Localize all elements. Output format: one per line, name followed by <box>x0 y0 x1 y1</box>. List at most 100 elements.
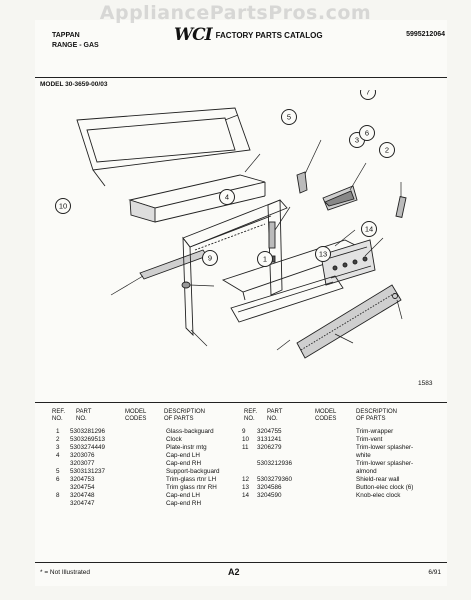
header-brand-block: TAPPAN RANGE - GAS <box>52 31 99 51</box>
callout-6: 6 <box>359 125 375 141</box>
parts-right-ref: 13 <box>242 484 250 491</box>
callout-9: 9 <box>202 250 218 266</box>
parts-right-desc: almond <box>356 468 377 475</box>
col-head-ref-right: REF.NO. <box>244 409 258 422</box>
callout-2: 2 <box>379 142 395 158</box>
callout-5: 5 <box>281 109 297 125</box>
part-wrapper-trim <box>182 199 288 337</box>
parts-left-ref: 4 <box>56 452 60 459</box>
leader-lines <box>110 114 403 351</box>
brand: TAPPAN <box>52 32 80 39</box>
parts-left-part: 5303269513 <box>70 436 106 443</box>
parts-right-ref: 10 <box>242 436 250 443</box>
callout-4: 4 <box>219 189 235 205</box>
parts-left-part: 3203077 <box>70 460 95 467</box>
header-center: WCI FACTORY PARTS CATALOG <box>174 26 323 44</box>
parts-left-part: 3204748 <box>70 492 95 499</box>
parts-right-ref: 11 <box>242 444 249 451</box>
parts-right-ref: 14 <box>242 492 250 499</box>
print-date: 6/91 <box>428 569 441 576</box>
parts-right-part: 5303212936 <box>257 460 293 467</box>
parts-right-ref: 9 <box>242 428 246 435</box>
svg-text:14: 14 <box>365 225 373 234</box>
parts-left-desc: Trim-glass rtnr LH <box>166 476 217 483</box>
part-glass-retainer-trim <box>322 185 358 211</box>
part-backguard-support <box>268 221 276 249</box>
table-top-rule <box>35 402 447 403</box>
svg-text:6: 6 <box>365 129 369 138</box>
callout-14: 14 <box>361 221 377 237</box>
parts-right-desc: Trim-lower splasher- <box>356 444 414 451</box>
callout-13: 13 <box>315 246 331 262</box>
parts-left-desc: Cap-end RH <box>166 460 201 467</box>
parts-left-ref: 6 <box>56 476 60 483</box>
parts-right-part: 3204590 <box>257 492 282 499</box>
callout-10: 10 <box>55 198 71 214</box>
wci-logo: WCI <box>174 25 213 45</box>
header-rule <box>35 77 447 78</box>
parts-left-desc: Glass-backguard <box>166 428 214 435</box>
parts-left-desc: Cap-end LH <box>166 492 200 499</box>
callouts: 1234567891011121314 <box>55 90 395 267</box>
parts-left-desc: Support-backguard <box>166 468 220 475</box>
svg-text:2: 2 <box>385 146 389 155</box>
callout-1: 1 <box>257 251 273 267</box>
part-clock <box>320 239 376 286</box>
part-backguard-glass <box>230 275 344 323</box>
part-lower-splasher-trim <box>128 174 266 223</box>
parts-right-part: 3204755 <box>257 428 282 435</box>
parts-left-part: 5303281296 <box>70 428 106 435</box>
parts-right-desc: white <box>356 452 371 459</box>
parts-right-part: 3206279 <box>257 444 282 451</box>
footnote: * = Not Illustrated <box>40 569 91 576</box>
svg-text:1: 1 <box>263 255 267 264</box>
parts-left-desc: Plate-instr mtg <box>166 444 207 451</box>
parts-left-part: 5303131237 <box>70 468 106 475</box>
parts-left-ref: 5 <box>56 468 60 475</box>
part-end-cap-right <box>395 196 407 218</box>
part-vent-trim <box>139 249 208 280</box>
part-end-cap <box>181 281 191 289</box>
parts-left-part: 3204753 <box>70 476 95 483</box>
parts-right-ref: 12 <box>242 476 250 483</box>
svg-text:13: 13 <box>319 250 327 259</box>
parts-left-part: 3204754 <box>70 484 95 491</box>
catalog-title: FACTORY PARTS CATALOG <box>215 30 323 40</box>
parts-right-desc: Knob-elec clock <box>356 492 401 499</box>
parts-right-part: 5303279360 <box>257 476 293 483</box>
parts-right-part: 3204586 <box>257 484 282 491</box>
part-rear-wall-shield <box>76 107 251 187</box>
parts-right-desc: Shield-rear wall <box>356 476 400 483</box>
svg-text:9: 9 <box>208 254 212 263</box>
parts-left-desc: Cap-end LH <box>166 452 200 459</box>
svg-text:10: 10 <box>59 202 67 211</box>
model-number: MODEL 30-3659-00/03 <box>40 81 108 88</box>
svg-text:3: 3 <box>355 136 359 145</box>
parts-left-part: 3204747 <box>70 500 95 507</box>
parts-left-desc: Trim glass rtnr RH <box>166 484 217 491</box>
parts-left-part: 5303274449 <box>70 444 106 451</box>
doc-number: 5995212064 <box>406 31 445 38</box>
parts-right-desc: Button-elec clock (6) <box>356 484 414 491</box>
exploded-parts-diagram: 1234567891011121314 <box>55 90 407 359</box>
parts-left-part: 3203076 <box>70 452 95 459</box>
part-clock-knob <box>392 293 398 299</box>
parts-right-part: 3131241 <box>257 436 282 443</box>
col-head-ref-left: REF.NO. <box>52 409 66 422</box>
parts-right-desc: Trim-lower splasher- <box>356 460 414 467</box>
part-clock-buttons <box>296 284 402 359</box>
parts-left-ref: 3 <box>56 444 60 451</box>
parts-left-ref: 8 <box>56 492 60 499</box>
part-end-cap-top <box>296 171 308 194</box>
parts-right-desc: Trim-vent <box>356 436 383 443</box>
page-id: A2 <box>228 567 240 577</box>
figure-number: 1583 <box>418 380 433 387</box>
svg-text:7: 7 <box>366 90 370 97</box>
parts-left-ref: 1 <box>56 428 60 435</box>
parts-left-desc: Cap-end RH <box>166 500 201 507</box>
